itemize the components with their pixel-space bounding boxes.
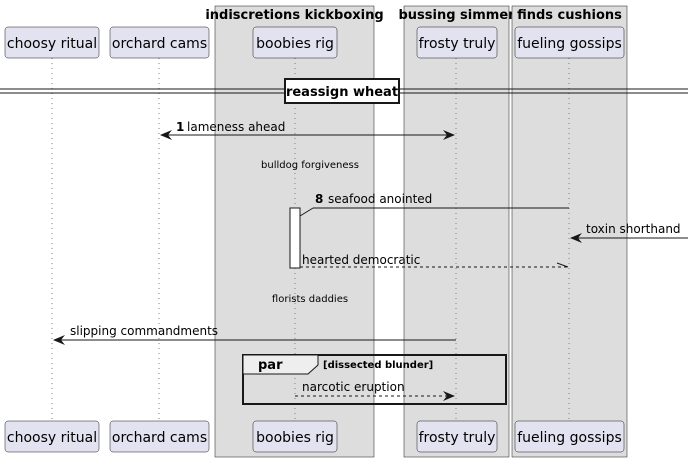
group-keyword: par: [258, 358, 283, 373]
participant-orchard-bottom[interactable]: orchard cams: [109, 420, 210, 453]
participant-frosty-bottom[interactable]: frosty truly: [416, 420, 498, 453]
box-title-bussing: bussing simmer: [398, 8, 515, 23]
participant-fueling-top[interactable]: fueling gossips: [514, 26, 625, 59]
svg-text:choosy ritual: choosy ritual: [7, 430, 97, 446]
svg-text:boobies rig: boobies rig: [256, 36, 334, 52]
activation-boobies: [289, 207, 301, 269]
box-bussing-simmer: bussing simmer: [398, 5, 515, 458]
message-hearted-democratic: hearted democratic: [300, 253, 569, 268]
message-label-toxin: toxin shorthand: [586, 222, 681, 236]
message-label-narcotic: narcotic eruption: [302, 380, 405, 394]
box-title-finds: finds cushions: [517, 8, 622, 23]
message-toxin-shorthand: toxin shorthand: [570, 222, 688, 243]
box-finds-cushions: finds cushions: [511, 5, 628, 458]
delay-bulldog: bulldog forgiveness: [261, 160, 359, 171]
svg-text:boobies rig: boobies rig: [256, 430, 334, 446]
svg-text:fueling gossips: fueling gossips: [517, 36, 622, 52]
seq-number-1: 1: [176, 120, 184, 134]
svg-text:frosty truly: frosty truly: [419, 430, 496, 446]
message-seafood-anointed: 8 seafood anointed: [299, 192, 569, 217]
participant-choosy-bottom[interactable]: choosy ritual: [4, 420, 100, 453]
message-label-slipping: slipping commandments: [70, 324, 218, 338]
svg-text:fueling gossips: fueling gossips: [517, 430, 622, 446]
participant-choosy-top[interactable]: choosy ritual: [4, 26, 100, 59]
participant-boobies-top[interactable]: boobies rig: [252, 26, 338, 59]
delay-florists: florists daddies: [272, 294, 348, 305]
participant-fueling-bottom[interactable]: fueling gossips: [514, 420, 625, 453]
svg-text:orchard cams: orchard cams: [112, 430, 207, 446]
participant-boobies-bottom[interactable]: boobies rig: [252, 420, 338, 453]
participant-frosty-top[interactable]: frosty truly: [416, 26, 498, 59]
box-title-indiscretions: indiscretions kickboxing: [205, 8, 383, 23]
message-narcotic-eruption: narcotic eruption: [295, 380, 455, 401]
seq-number-8: 8: [315, 192, 323, 206]
message-label-seafood: seafood anointed: [328, 192, 432, 206]
message-slipping-commandments: slipping commandments: [53, 324, 456, 345]
lifelines: [51, 58, 570, 421]
svg-text:choosy ritual: choosy ritual: [7, 36, 97, 52]
message-label-lameness: lameness ahead: [187, 120, 285, 134]
message-lameness-ahead: 1 lameness ahead: [160, 120, 455, 140]
participant-orchard-top[interactable]: orchard cams: [109, 26, 210, 59]
group-par: par [dissected blunder]: [242, 354, 507, 405]
divider-label: reassign wheat: [286, 85, 398, 100]
svg-text:frosty truly: frosty truly: [419, 36, 496, 52]
message-label-hearted: hearted democratic: [302, 253, 420, 267]
svg-text:orchard cams: orchard cams: [112, 36, 207, 52]
divider-reassign-wheat: reassign wheat: [0, 78, 688, 104]
group-condition: [dissected blunder]: [323, 360, 433, 371]
